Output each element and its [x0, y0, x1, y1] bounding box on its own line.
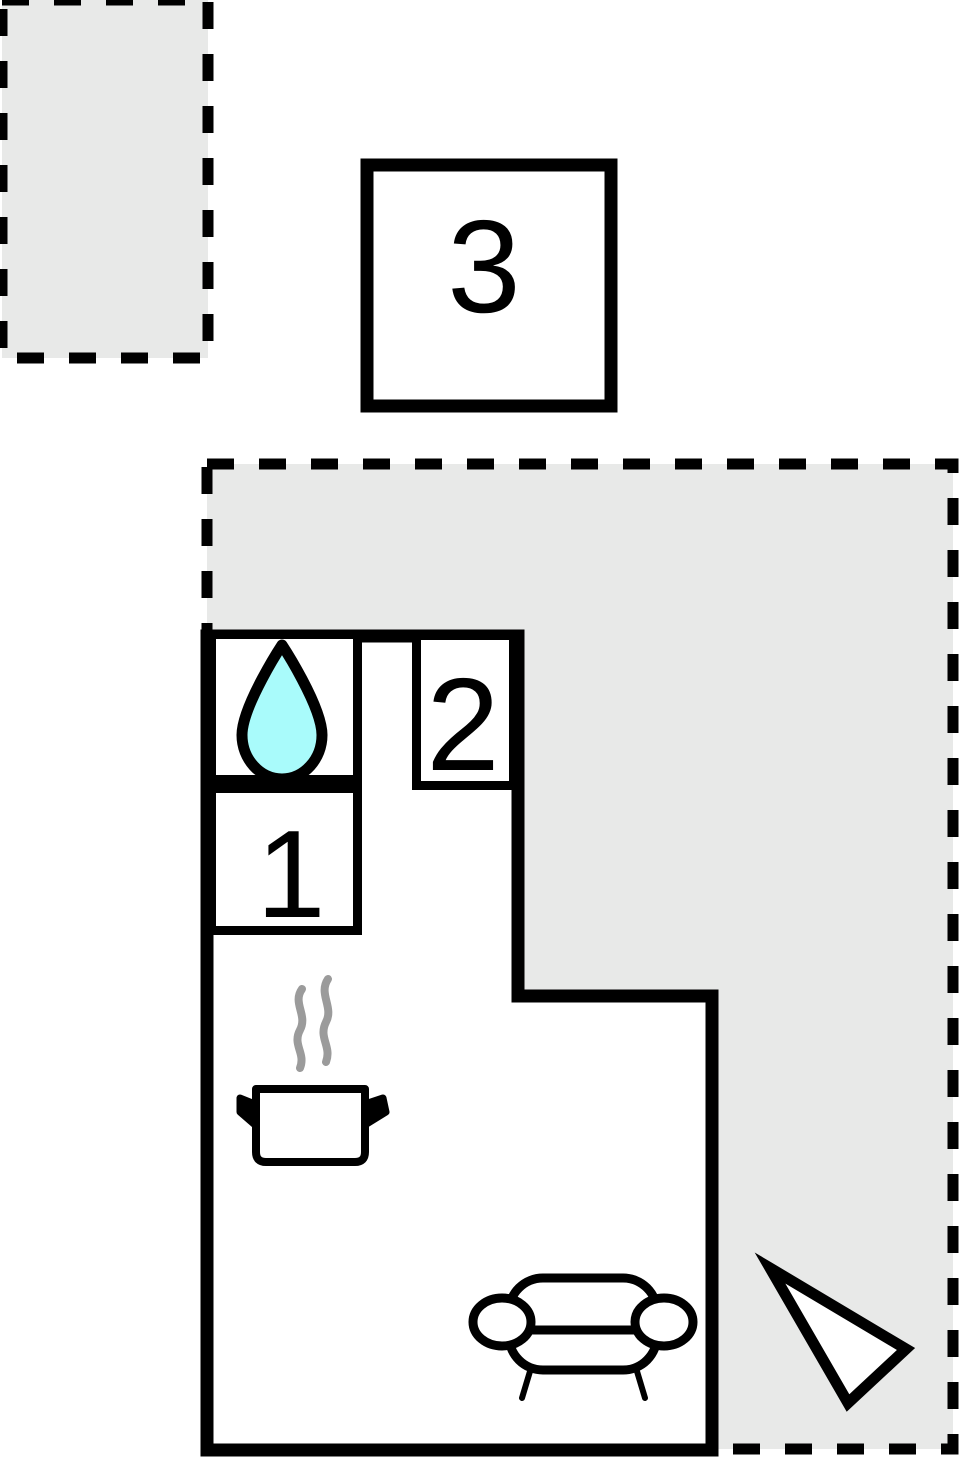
- sofa-leg-right-icon: [633, 1365, 648, 1401]
- room-box-3[interactable]: 3: [360, 158, 618, 413]
- room-box-1[interactable]: 1: [207, 784, 362, 945]
- room-1-number: 1: [257, 806, 326, 944]
- north-arrow-triangle: [754, 1252, 916, 1412]
- water-drop-icon: [236, 639, 328, 785]
- room-2-number: 2: [426, 651, 499, 798]
- room-3-number: 3: [447, 193, 520, 340]
- room-box-2[interactable]: 2: [412, 631, 518, 799]
- balcony-upper-left: [0, 0, 214, 364]
- room-2-rect: [412, 631, 518, 790]
- cooking-pot-icon: [252, 1085, 369, 1166]
- steam-icon-secondary: [319, 975, 333, 1066]
- north-arrow-icon: [754, 1252, 916, 1412]
- kitchen-icon-group: [236, 975, 390, 1166]
- bathroom-box[interactable]: [207, 630, 362, 785]
- sofa-icon-group: [468, 1273, 698, 1401]
- sofa-armrest-right-icon: [630, 1293, 698, 1351]
- sofa-armrest-left-icon: [468, 1293, 536, 1351]
- room-1-rect: [207, 784, 362, 935]
- sofa-leg-left-icon: [519, 1365, 534, 1401]
- steam-icon: [293, 985, 307, 1072]
- room-3-rect: [360, 158, 618, 413]
